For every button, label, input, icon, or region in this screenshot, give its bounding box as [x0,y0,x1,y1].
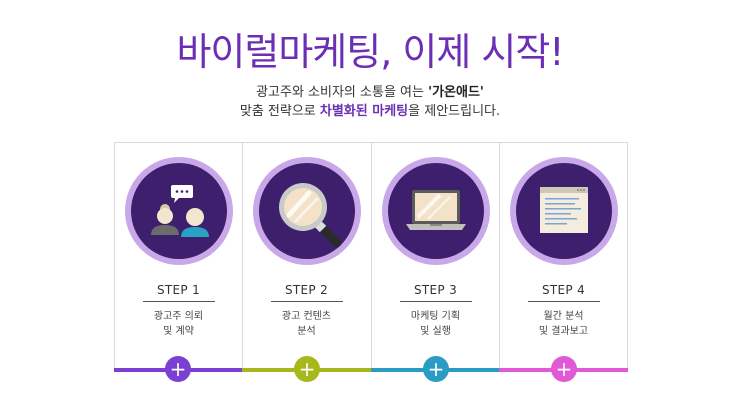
step-2-title: STEP 2 [284,283,328,297]
step-4-expand-button[interactable]: + [551,356,577,382]
step-2-description: 광고 컨텐츠 분석 [243,309,370,339]
step-card-4: STEP 4 월간 분석 및 결과보고 [499,143,628,371]
step-1-desc-line-1: 광고주 의뢰 [153,311,204,322]
step-3-desc-line-1: 마케팅 기획 [410,311,461,322]
step-1-expand-button[interactable]: + [165,356,191,382]
step-3-expand-button[interactable]: + [423,356,449,382]
step-1-divider [142,301,215,302]
step-1-title: STEP 1 [156,283,200,297]
steps-panel: STEP 1 광고주 의뢰 및 계약 STEP 2 광고 컨텐츠 [114,142,628,371]
step-4-divider [527,301,600,302]
step-3-title: STEP 3 [413,283,457,297]
brand-name: '가온애드' [428,85,484,100]
report-window-icon [539,187,588,233]
step-4-title: STEP 4 [541,283,585,297]
step-card-1: STEP 1 광고주 의뢰 및 계약 [114,143,242,371]
intro-line-2-suffix: 을 제안드립니다. [408,104,501,119]
intro-line-1: 광고주와 소비자의 소통을 여는 '가온애드' [0,84,740,102]
step-2-expand-button[interactable]: + [294,356,320,382]
consultation-icon [150,185,209,237]
step-3-divider [399,301,472,302]
intro-line-1-text: 광고주와 소비자의 소통을 여는 [256,85,429,100]
step-4-desc-line-1: 월간 분석 [543,311,584,322]
step-1-desc-line-2: 및 계약 [163,326,194,337]
magnifier-icon [278,183,341,248]
step-4-desc-line-2: 및 결과보고 [538,326,589,337]
step-2-icon-ring [252,157,361,265]
step-1-description: 광고주 의뢰 및 계약 [115,309,242,339]
step-card-3: STEP 3 마케팅 기획 및 실행 [371,143,499,371]
step-1-icon-ring [124,157,233,265]
step-card-2: STEP 2 광고 컨텐츠 분석 [242,143,370,371]
step-4-icon-ring [509,157,618,265]
step-2-desc-line-1: 광고 컨텐츠 [281,311,332,322]
step-2-desc-line-2: 분석 [297,326,316,337]
laptop-icon [405,190,466,230]
step-2-divider [270,301,343,302]
page-headline: 바이럴마케팅, 이제 시작! [176,30,564,74]
step-3-desc-line-2: 및 실행 [420,326,451,337]
step-4-description: 월간 분석 및 결과보고 [500,309,627,339]
intro-line-2-prefix: 맞춤 전략으로 [239,104,320,119]
step-3-description: 마케팅 기획 및 실행 [372,309,499,339]
step-3-icon-ring [381,157,490,265]
intro-line-2: 맞춤 전략으로 차별화된 마케팅을 제안드립니다. [0,103,740,121]
intro-highlight: 차별화된 마케팅 [319,104,409,119]
